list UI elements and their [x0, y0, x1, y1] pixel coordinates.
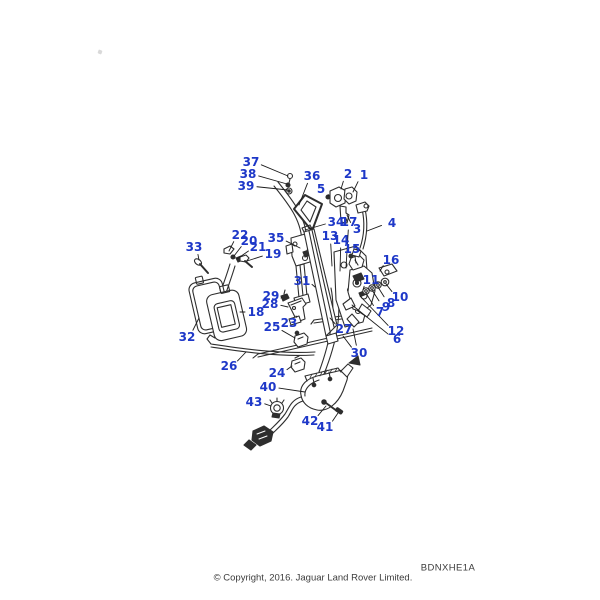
bracket-23-28 — [287, 297, 307, 326]
dowel-41 — [335, 407, 344, 415]
clip-24 — [290, 355, 306, 373]
latch-assembly-13-14-17 — [342, 265, 376, 328]
carrier-panel-31 — [301, 224, 339, 345]
screws-37-38-39 — [285, 172, 294, 195]
link-rod-4 — [348, 201, 370, 259]
figure-code: BDNXHE1A — [420, 562, 476, 574]
screw-42 — [321, 399, 338, 412]
clip-25 — [293, 330, 309, 348]
door-handle-18 — [206, 284, 248, 342]
link-rod-30 — [252, 327, 373, 359]
bracket-16 — [378, 263, 398, 277]
lock-cylinder-1-2-3-5 — [325, 186, 358, 224]
screw-33 — [193, 258, 209, 274]
screws-19-22 — [223, 245, 253, 268]
clip-29 — [280, 289, 290, 302]
grommet-43 — [269, 397, 285, 419]
fasteners-7-9-8-10-11 — [358, 277, 390, 298]
actuator-40 — [300, 355, 361, 411]
leader-lines — [192, 164, 393, 422]
cable-harness — [243, 396, 304, 451]
copyright-text: © Copyright, 2016. Jaguar Land Rover Lim… — [213, 572, 413, 584]
